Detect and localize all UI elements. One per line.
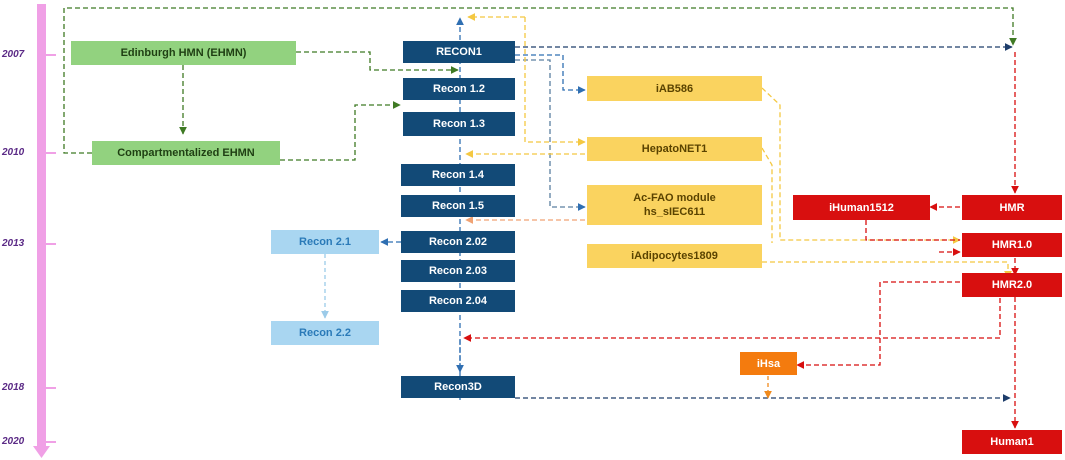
node-recon-1-2: Recon 1.2 [403, 78, 515, 100]
node-ehmn: Edinburgh HMN (EHMN) [71, 41, 296, 65]
link-recon1-to-acfao [515, 59, 586, 211]
year-2007: 2007 [2, 49, 25, 60]
timeline [33, 4, 56, 458]
node-hmr2: HMR2.0 [962, 273, 1062, 297]
ehmn-links [63, 7, 1017, 161]
node-recon-1-4: Recon 1.4 [401, 164, 515, 186]
link-compartmentalized-to-human1-top [63, 7, 1017, 154]
node-recon3d: Recon3D [401, 376, 515, 398]
node-human1: Human1 [962, 430, 1062, 454]
year-2020: 2020 [2, 436, 25, 447]
timeline-bar [37, 4, 46, 448]
node-ihuman1512: iHuman1512 [793, 195, 930, 220]
red-links [463, 52, 1019, 429]
link-hmr2-to-recon [463, 298, 1001, 342]
node-recon-2-03: Recon 2.03 [401, 260, 515, 282]
node-recon-1-5: Recon 1.5 [401, 195, 515, 217]
node-acfao-module: Ac-FAO module hs_sIEC611 [587, 185, 762, 225]
timeline-arrowhead [33, 446, 50, 458]
link-compartmentalized-to-recon13 [280, 101, 401, 161]
node-hmr: HMR [962, 195, 1062, 220]
node-recon-2-2: Recon 2.2 [271, 321, 379, 345]
node-compartmentalized-ehmn: Compartmentalized EHMN [92, 141, 280, 165]
node-iab586: iAB586 [587, 76, 762, 101]
node-recon-2-02: Recon 2.02 [401, 231, 515, 253]
node-acfao-line2: hs_sIEC611 [643, 206, 706, 218]
year-2013: 2013 [2, 238, 25, 249]
link-yellow-vertical [524, 17, 586, 146]
node-recon-2-1: Recon 2.1 [271, 230, 379, 254]
node-recon-2-04: Recon 2.04 [401, 290, 515, 312]
link-iadipocytes-to-hmr2 [762, 261, 1012, 279]
year-2010: 2010 [2, 147, 25, 158]
link-recon1-to-iab586 [515, 54, 586, 94]
node-iadipocytes1809: iAdipocytes1809 [587, 244, 762, 268]
node-hmr1: HMR1.0 [962, 233, 1062, 257]
node-recon-1-3: Recon 1.3 [403, 112, 515, 136]
recon-links [380, 17, 1013, 402]
link-hmr2-to-ihsa [796, 281, 960, 369]
node-recon1: RECON1 [403, 41, 515, 63]
link-hepatonet-to-hmr1 [761, 147, 773, 243]
link-ehmn-to-recon1 [296, 51, 459, 74]
link-ihuman-to-hmr1 [865, 220, 960, 241]
node-acfao-line1: Ac-FAO module [633, 192, 716, 204]
year-2018: 2018 [2, 382, 25, 393]
node-ihsa: iHsa [740, 352, 797, 375]
node-hepatonet1: HepatoNET1 [587, 137, 762, 161]
